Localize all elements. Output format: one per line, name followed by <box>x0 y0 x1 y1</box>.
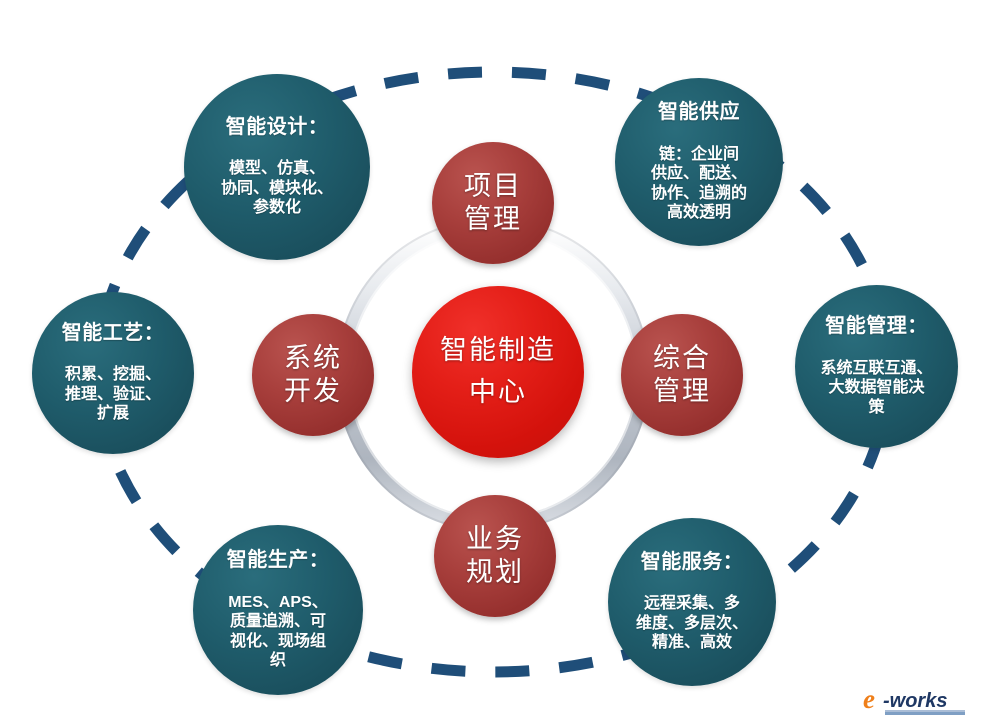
outer-node-body: 积累、挖掘、 推理、验证、 扩展 <box>64 366 161 423</box>
logo-mark: e <box>863 684 875 714</box>
logo-bar <box>885 710 965 715</box>
inner-node-label: 项目 管理 <box>464 171 522 234</box>
outer-node-title: 智能设计： <box>225 115 329 138</box>
inner-node-label: 系统 开发 <box>284 343 342 406</box>
outer-node-body: 链：企业间 供应、配送、 协作、追溯的 高效透明 <box>650 145 747 222</box>
outer-node-smart-design[interactable]: 智能设计： 模型、仿真、 协同、模块化、 参数化 <box>184 74 370 260</box>
outer-node-text: 智能生产： MES、APS、 质量追溯、可 视化、现场组 织 <box>221 530 336 689</box>
outer-node-smart-service[interactable]: 智能服务： 远程采集、多 维度、多层次、 精准、高效 <box>608 518 776 686</box>
outer-node-text: 智能管理： 系统互联互通、 大数据智能决 策 <box>814 297 938 437</box>
outer-node-title: 智能生产： <box>226 549 330 572</box>
hub-node-smart-manufacturing-center[interactable]: 智能制造 中心 <box>412 286 584 458</box>
inner-node-system-development[interactable]: 系统 开发 <box>252 314 374 436</box>
eworks-logo: e -works <box>863 684 965 715</box>
outer-node-body: MES、APS、 质量追溯、可 视化、现场组 织 <box>228 593 328 670</box>
hub-label: 智能制造 中心 <box>440 335 556 407</box>
inner-node-label: 综合 管理 <box>653 343 711 406</box>
outer-node-title: 智能服务： <box>640 550 744 573</box>
outer-node-text: 智能工艺： 积累、挖掘、 推理、验证、 扩展 <box>56 303 171 443</box>
outer-node-smart-supply-chain[interactable]: 智能供应 链：企业间 供应、配送、 协作、追溯的 高效透明 <box>615 78 783 246</box>
inner-node-project-management[interactable]: 项目 管理 <box>432 142 554 264</box>
outer-node-smart-production[interactable]: 智能生产： MES、APS、 质量追溯、可 视化、现场组 织 <box>193 525 363 695</box>
outer-node-body: 系统互联互通、 大数据智能决 策 <box>820 359 933 416</box>
outer-node-title: 智能工艺： <box>61 321 165 344</box>
outer-node-body: 模型、仿真、 协同、模块化、 参数化 <box>220 160 333 217</box>
outer-node-title: 智能供应 <box>657 101 740 124</box>
outer-node-smart-management[interactable]: 智能管理： 系统互联互通、 大数据智能决 策 <box>795 285 958 448</box>
inner-node-integrated-management[interactable]: 综合 管理 <box>621 314 743 436</box>
logo-bar-highlight <box>885 710 965 712</box>
outer-node-text: 智能设计： 模型、仿真、 协同、模块化、 参数化 <box>215 97 339 237</box>
outer-node-text: 智能供应 链：企业间 供应、配送、 协作、追溯的 高效透明 <box>645 82 753 241</box>
outer-node-body: 远程采集、多 维度、多层次、 精准、高效 <box>635 595 748 652</box>
inner-node-business-planning[interactable]: 业务 规划 <box>434 495 556 617</box>
outer-node-text: 智能服务： 远程采集、多 维度、多层次、 精准、高效 <box>630 532 754 672</box>
logo-text: -works <box>883 690 947 712</box>
outer-node-title: 智能管理： <box>825 315 928 338</box>
inner-node-label: 业务 规划 <box>466 524 524 587</box>
outer-node-smart-process[interactable]: 智能工艺： 积累、挖掘、 推理、验证、 扩展 <box>32 292 194 454</box>
